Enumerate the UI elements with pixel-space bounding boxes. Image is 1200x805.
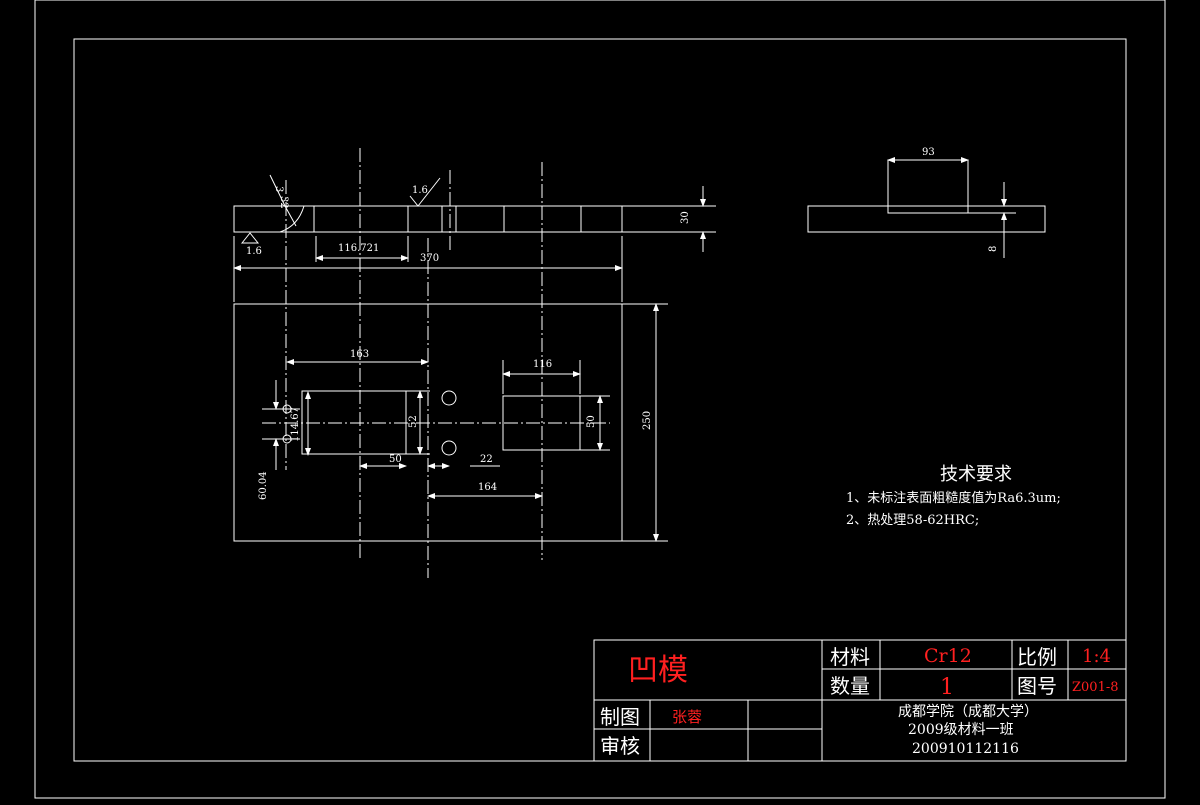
side-boss (887, 159, 969, 214)
drawn-by-value: 张蓉 (672, 708, 702, 726)
hatch-mid-b (455, 205, 505, 233)
angle-32-label: 32 (278, 196, 289, 209)
dim-250-label: 250 (642, 411, 653, 430)
dim-114-67-label: 114.67 (290, 407, 301, 442)
dim-116-721-label: 116.721 (338, 243, 379, 254)
side-view: 93 8 (807, 147, 1046, 258)
quantity-label: 数量 (830, 674, 870, 698)
dim-116-label: 116 (533, 359, 552, 370)
pin-hole-bottom (441, 440, 457, 456)
roughness-symbol-mid (409, 177, 441, 207)
dim-163-label: 163 (350, 349, 369, 360)
outer-frame (34, 0, 1166, 799)
dim-93-label: 93 (922, 147, 935, 158)
plan-view: 163 116 114.67 52 50 22 164 50 250 (233, 303, 668, 542)
dim-50-v-label: 50 (586, 415, 597, 428)
part-name: 凹模 (628, 653, 688, 688)
dim-8-label: 8 (988, 246, 999, 252)
section-view: 3 32 1.6 1.6 30 116.721 370 (233, 174, 716, 302)
hatch-left (233, 205, 315, 233)
drawing-no-value: Z001-8 (1072, 680, 1119, 695)
scale-label: 比例 (1017, 645, 1057, 669)
dim-50-h-label: 50 (389, 454, 402, 465)
scale-value: 1:4 (1082, 646, 1111, 667)
hatch-mid-a (407, 205, 443, 233)
pin-hole-top (441, 390, 457, 406)
hatch-right (580, 205, 623, 233)
checked-by-label: 审核 (600, 734, 640, 758)
dim-30-label: 30 (680, 211, 691, 224)
student-id: 200910112116 (912, 741, 1019, 757)
tech-title: 技术要求 (940, 464, 1012, 485)
dim-370-label: 370 (420, 253, 439, 264)
quantity-value: 1 (940, 675, 954, 700)
class-name: 2009级材料一班 (908, 722, 1014, 738)
school-name: 成都学院（成都大学） (898, 704, 1038, 720)
angle-3-label: 3 (273, 186, 284, 192)
title-block: 凹模 材料 Cr12 比例 1:4 数量 1 图号 Z001-8 制图 张蓉 审… (593, 639, 1127, 762)
side-base (807, 205, 1046, 233)
dim-164-label: 164 (478, 482, 497, 493)
roughness-mid-label: 1.6 (412, 185, 428, 196)
plan-outline (233, 303, 623, 542)
dim-22-label: 22 (480, 454, 493, 465)
drawn-by-label: 制图 (600, 705, 640, 729)
dim-52-label: 52 (408, 415, 419, 428)
dim-60-04-label: 60.04 (258, 471, 269, 500)
tech-requirements: 技术要求 1、未标注表面粗糙度值为Ra6.3um; 2、热处理58-62HRC; (846, 464, 1061, 528)
drawing-no-label: 图号 (1017, 674, 1057, 698)
material-value: Cr12 (924, 645, 972, 667)
tech-item-2: 2、热处理58-62HRC; (846, 513, 979, 528)
material-label: 材料 (830, 645, 870, 669)
roughness-left-label: 1.6 (246, 246, 262, 257)
tech-item-1: 1、未标注表面粗糙度值为Ra6.3um; (846, 490, 1061, 506)
roughness-symbol-left (240, 232, 260, 244)
